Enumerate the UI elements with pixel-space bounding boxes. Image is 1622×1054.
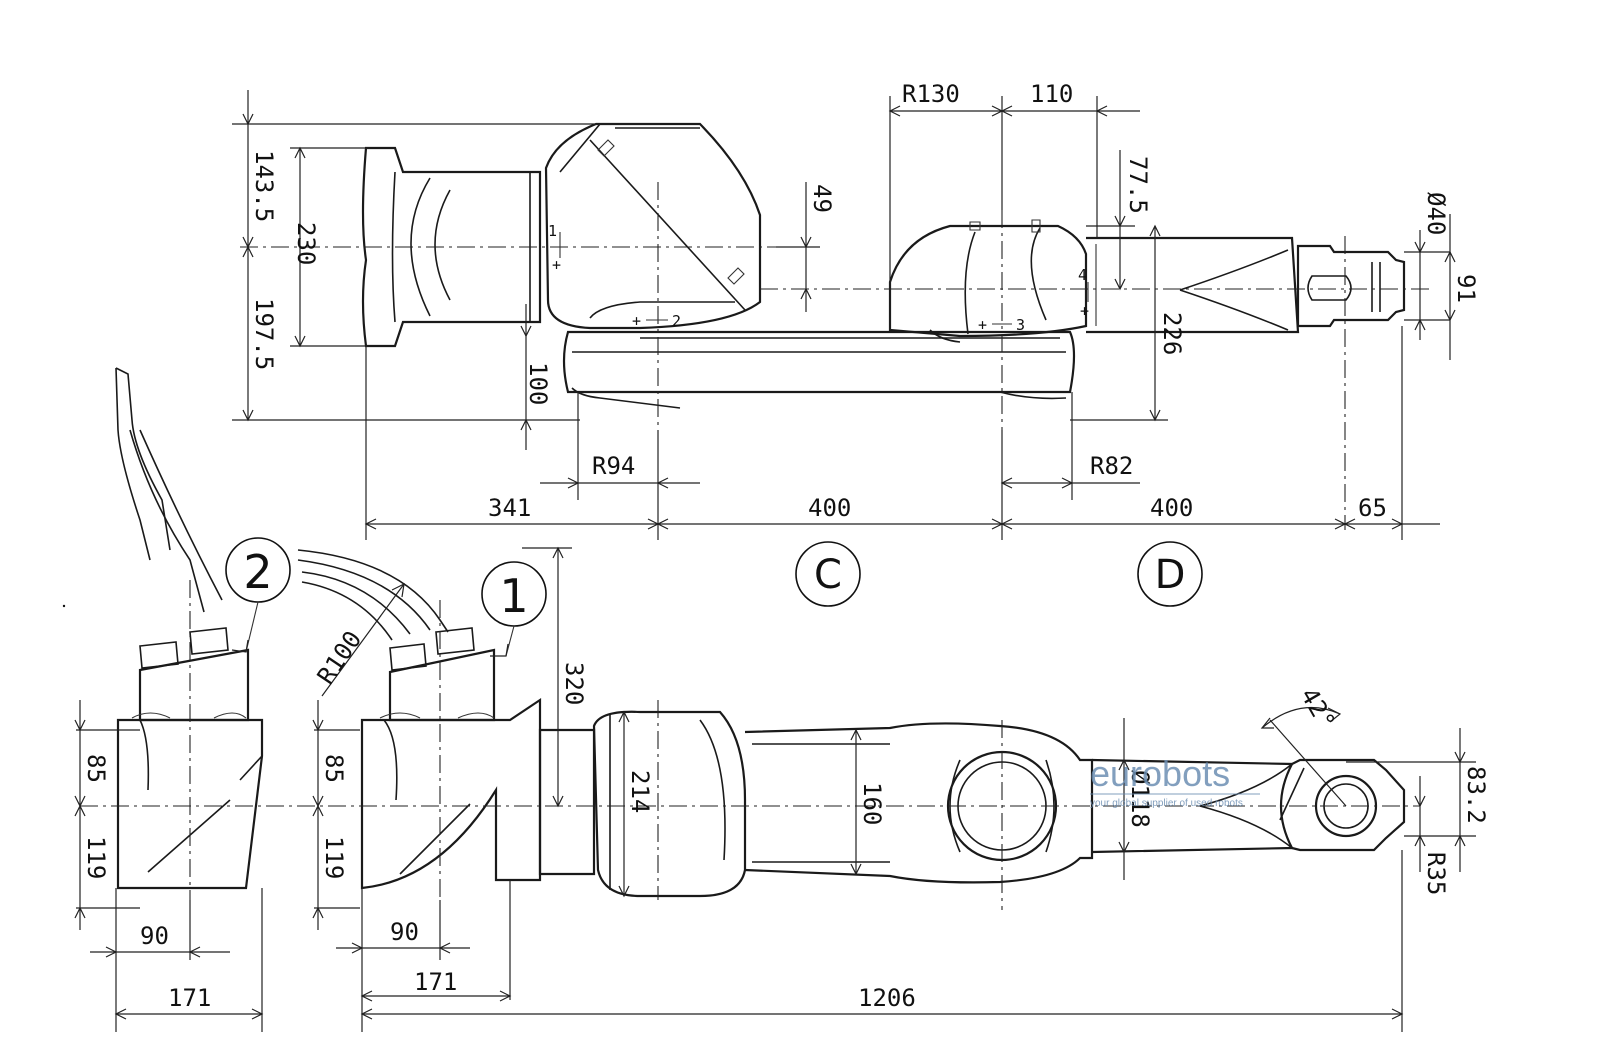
bottom-view-center-lines bbox=[80, 700, 1420, 910]
top-view-dimension-texts: 143.5 230 197.5 100 49 R94 R130 110 77.5… bbox=[250, 80, 1480, 522]
detail-1-bubble-label: 1 bbox=[499, 569, 528, 623]
dim-119-left: 119 bbox=[82, 836, 110, 879]
dim-85-left: 85 bbox=[82, 754, 110, 783]
dim-angle-42: 42° bbox=[1295, 683, 1341, 735]
joint-3-plus: + bbox=[978, 316, 987, 334]
bottom-view-dimension-lines bbox=[74, 546, 1476, 1032]
detail-view-2 bbox=[115, 367, 264, 900]
joint-3-label: 3 bbox=[1016, 316, 1025, 334]
dim-r94: R94 bbox=[592, 452, 635, 480]
dim-49: 49 bbox=[808, 184, 836, 213]
dim-r100: R100 bbox=[312, 626, 368, 690]
top-view-robot-outline bbox=[361, 122, 1406, 409]
detail-2-bubble-label: 2 bbox=[243, 545, 272, 599]
eurobots-watermark: eurobots your global supplier of used ro… bbox=[1090, 753, 1260, 809]
dim-230: 230 bbox=[292, 222, 320, 265]
joint-4-label: 4 bbox=[1078, 266, 1087, 284]
dim-100: 100 bbox=[524, 362, 552, 405]
dim-171-left: 171 bbox=[168, 984, 211, 1012]
dim-85-right: 85 bbox=[320, 754, 348, 783]
watermark-tagline: your global supplier of used robots bbox=[1090, 798, 1243, 809]
dim-171-right: 171 bbox=[414, 968, 457, 996]
dim-160: 160 bbox=[858, 782, 886, 825]
dim-400-a: 400 bbox=[808, 494, 851, 522]
dim-r35: R35 bbox=[1422, 852, 1450, 895]
section-d-label: D bbox=[1155, 552, 1186, 598]
dim-226: 226 bbox=[1158, 312, 1186, 355]
joint-2-plus: + bbox=[632, 312, 641, 330]
dim-r130: R130 bbox=[902, 80, 960, 108]
dim-214: 214 bbox=[626, 770, 654, 813]
dim-77-5: 77.5 bbox=[1124, 156, 1152, 214]
dim-400-b: 400 bbox=[1150, 494, 1193, 522]
dim-65: 65 bbox=[1358, 494, 1387, 522]
detail-bubbles: 2 1 bbox=[225, 537, 547, 657]
bottom-view-dimension-texts: 85 119 90 171 85 119 90 171 R100 320 214… bbox=[82, 626, 1490, 1012]
section-d-circle bbox=[1137, 541, 1203, 607]
top-view-center-lines bbox=[240, 182, 1430, 530]
dim-341: 341 bbox=[488, 494, 531, 522]
dim-dia118: Ø118 bbox=[1126, 770, 1154, 828]
dim-91: 91 bbox=[1452, 274, 1480, 303]
joint-markers-top: 1 + 2 + 3 + 4 + bbox=[548, 222, 1089, 334]
joint-1-plus: + bbox=[552, 256, 561, 274]
dim-dia40: Ø40 bbox=[1422, 192, 1450, 235]
detail-view-1 bbox=[297, 549, 542, 900]
bottom-view-robot-outline bbox=[538, 710, 1406, 898]
section-markers: C D bbox=[795, 541, 1203, 607]
dim-119-right: 119 bbox=[320, 836, 348, 879]
stray-dot bbox=[62, 604, 66, 608]
dim-110: 110 bbox=[1030, 80, 1073, 108]
dim-197-5: 197.5 bbox=[250, 298, 278, 370]
top-view-dimension-lines bbox=[232, 90, 1456, 540]
section-c-label: C bbox=[814, 552, 842, 598]
dim-1206: 1206 bbox=[858, 984, 916, 1012]
section-c-circle bbox=[795, 541, 861, 607]
dim-90-right: 90 bbox=[390, 918, 419, 946]
joint-4-plus: + bbox=[1080, 302, 1089, 320]
dim-83-2: 83.2 bbox=[1462, 766, 1490, 824]
dim-r82: R82 bbox=[1090, 452, 1133, 480]
dim-90-left: 90 bbox=[140, 922, 169, 950]
joint-2-label: 2 bbox=[672, 312, 681, 330]
joint-1-label: 1 bbox=[548, 222, 557, 240]
dim-143-5: 143.5 bbox=[250, 150, 278, 222]
dim-320: 320 bbox=[560, 662, 588, 705]
watermark-logo: eurobots bbox=[1090, 753, 1230, 794]
